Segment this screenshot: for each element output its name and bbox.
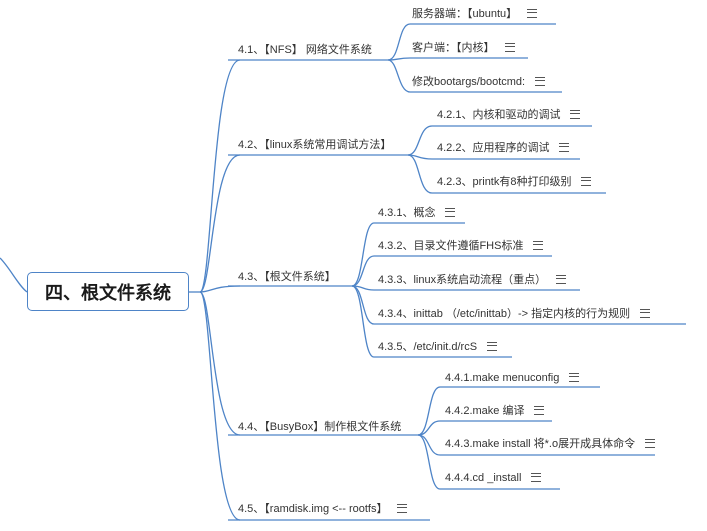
- notes-icon[interactable]: [397, 503, 408, 513]
- notes-icon[interactable]: [445, 207, 456, 217]
- notes-icon[interactable]: [535, 76, 546, 86]
- leaf-client-side[interactable]: 客户端：【内核】: [412, 41, 515, 55]
- leaf-label: 4.3.5、/etc/init.d/rcS: [378, 341, 478, 353]
- branch-label: 4.5、【ramdisk.img <-- rootfs】: [238, 503, 388, 515]
- leaf-make-compile[interactable]: 4.4.2.make 编译: [445, 404, 545, 418]
- notes-icon[interactable]: [534, 405, 545, 415]
- leaf-label: 客户端：【内核】: [412, 42, 495, 54]
- leaf-label: 4.4.2.make 编译: [445, 405, 525, 417]
- notes-icon[interactable]: [640, 308, 651, 318]
- notes-icon[interactable]: [556, 274, 567, 284]
- leaf-label: 4.2.1、内核和驱动的调试: [437, 109, 561, 121]
- notes-icon[interactable]: [570, 109, 581, 119]
- leaf-label: 4.3.4、inittab （/etc/inittab）-> 指定内核的行为规则: [378, 308, 631, 320]
- notes-icon[interactable]: [645, 438, 656, 448]
- notes-icon[interactable]: [504, 42, 515, 52]
- leaf-label: 4.4.4.cd _install: [445, 472, 522, 484]
- root-topic[interactable]: 四、根文件系统: [27, 272, 189, 311]
- leaf-label: 4.3.1、概念: [378, 207, 436, 219]
- leaf-label: 4.2.3、printk有8种打印级别: [437, 176, 572, 188]
- notes-icon[interactable]: [527, 8, 538, 18]
- branch-label: 4.4、【BusyBox】制作根文件系统: [238, 421, 402, 433]
- branch-rootfs[interactable]: 4.3、【根文件系统】: [238, 270, 336, 284]
- leaf-label: 4.4.3.make install 将*.o展开成具体命令: [445, 438, 636, 450]
- notes-icon[interactable]: [559, 142, 570, 152]
- leaf-app-debug[interactable]: 4.2.2、应用程序的调试: [437, 141, 570, 155]
- leaf-rcs[interactable]: 4.3.5、/etc/init.d/rcS: [378, 340, 498, 354]
- leaf-boot-flow[interactable]: 4.3.3、linux系统启动流程（重点）: [378, 273, 567, 287]
- notes-icon[interactable]: [531, 472, 542, 482]
- branch-label: 4.3、【根文件系统】: [238, 271, 336, 283]
- notes-icon[interactable]: [487, 341, 498, 351]
- notes-icon[interactable]: [581, 176, 592, 186]
- branch-busybox[interactable]: 4.4、【BusyBox】制作根文件系统: [238, 420, 401, 434]
- leaf-concept[interactable]: 4.3.1、概念: [378, 206, 456, 220]
- leaf-modify-bootargs[interactable]: 修改bootargs/bootcmd:: [412, 75, 546, 89]
- leaf-label: 4.3.2、目录文件遵循FHS标准: [378, 240, 524, 252]
- leaf-menuconfig[interactable]: 4.4.1.make menuconfig: [445, 371, 580, 385]
- leaf-make-install[interactable]: 4.4.3.make install 将*.o展开成具体命令: [445, 437, 656, 451]
- leaf-kernel-driver-debug[interactable]: 4.2.1、内核和驱动的调试: [437, 108, 581, 122]
- notes-icon[interactable]: [569, 372, 580, 382]
- leaf-server-side[interactable]: 服务器端：【ubuntu】: [412, 7, 538, 21]
- branch-label: 4.2、【linux系统常用调试方法】: [238, 139, 392, 151]
- leaf-cd-install[interactable]: 4.4.4.cd _install: [445, 471, 542, 485]
- branch-ramdisk[interactable]: 4.5、【ramdisk.img <-- rootfs】: [238, 502, 408, 516]
- branch-debug-methods[interactable]: 4.2、【linux系统常用调试方法】: [238, 138, 391, 152]
- leaf-label: 服务器端：【ubuntu】: [412, 8, 518, 20]
- branch-nfs[interactable]: 4.1、【NFS】 网络文件系统: [238, 43, 372, 57]
- leaf-inittab[interactable]: 4.3.4、inittab （/etc/inittab）-> 指定内核的行为规则: [378, 307, 651, 321]
- notes-icon[interactable]: [533, 240, 544, 250]
- leaf-label: 4.2.2、应用程序的调试: [437, 142, 550, 154]
- branch-label: 4.1、【NFS】 网络文件系统: [238, 44, 372, 56]
- leaf-fhs-standard[interactable]: 4.3.2、目录文件遵循FHS标准: [378, 239, 544, 253]
- leaf-label: 4.3.3、linux系统启动流程（重点）: [378, 274, 547, 286]
- leaf-label: 4.4.1.make menuconfig: [445, 372, 560, 384]
- leaf-printk-levels[interactable]: 4.2.3、printk有8种打印级别: [437, 175, 592, 189]
- leaf-label: 修改bootargs/bootcmd:: [412, 76, 526, 88]
